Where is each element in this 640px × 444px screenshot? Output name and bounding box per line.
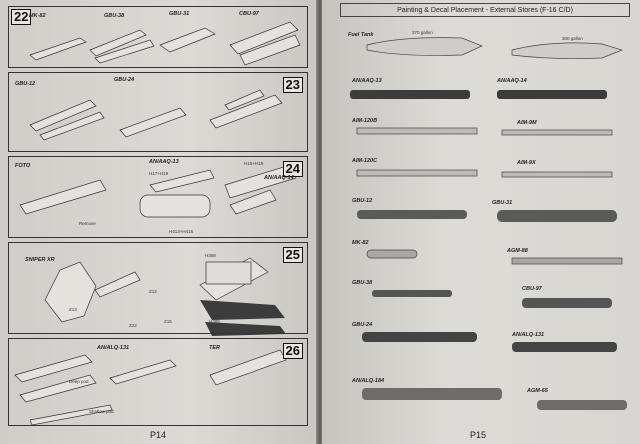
note-label: Z22 [129, 323, 137, 328]
note-label: Z15 [164, 319, 172, 324]
panel-number: 24 [282, 161, 303, 177]
item-label: Fuel Tank [348, 32, 374, 38]
item-label: AN/ALQ-131 [97, 345, 130, 351]
note-label: Remove [79, 221, 96, 226]
item-label: AIM-9M [517, 120, 537, 126]
note-label: H15+H18 [244, 161, 264, 166]
panel-number: 23 [282, 77, 303, 93]
panel-number: 22 [11, 9, 32, 25]
note-label: Deep pod [69, 379, 89, 384]
note-label: H308 [205, 253, 216, 258]
note-label: H305 [209, 319, 220, 324]
item-label: AN/ALQ-184 [352, 378, 385, 384]
item-label: GBU-24 [114, 77, 135, 83]
item-label: AN/AAQ-13 [352, 78, 382, 84]
item-label: AIM-120B [352, 118, 378, 124]
item-label: GBU-12 [352, 198, 373, 204]
item-label: 300 gallon [562, 36, 583, 41]
page-header: Painting & Decal Placement - External St… [340, 3, 630, 17]
item-label: CBU-97 [522, 286, 542, 292]
book-spine [316, 0, 324, 444]
item-label: GBU-12 [15, 81, 36, 87]
item-label: GBU-24 [352, 322, 373, 328]
note-label: Z12 [149, 289, 157, 294]
item-label: GBU-31 [169, 11, 190, 17]
right-page: Painting & Decal Placement - External St… [322, 0, 640, 444]
note-label: Z13 [69, 307, 77, 312]
item-label: AN/AAQ-13 [149, 159, 179, 165]
item-label: GBU-38 [104, 13, 125, 19]
panel-24: 24 FOTO AN/AAQ-13 AN/AAQ-14 Remove H17+H… [8, 156, 308, 238]
panel-22: 22 MK-82 GBU-38 GBU-31 CBU-97 [8, 6, 308, 68]
panel-25: 25 SNIPER XR H308 H305 Z12 Z15 Z22 Z13 [8, 242, 308, 334]
item-label: GBU-31 [492, 200, 513, 206]
page-number: P14 [150, 430, 167, 440]
item-label: AIM-120C [352, 158, 378, 164]
panel-number: 26 [282, 343, 303, 359]
right-page-drawings [350, 37, 627, 410]
note-label: H413+H416 [169, 229, 194, 234]
item-label: AGM-88 [507, 248, 528, 254]
item-label: MK-82 [29, 13, 46, 19]
item-label: AGM-65 [527, 388, 548, 394]
item-label: MK-82 [352, 240, 369, 246]
note-label: Shallow pod [89, 409, 114, 414]
panel-number: 25 [282, 247, 303, 263]
item-label: GBU-38 [352, 280, 373, 286]
item-label: AIM-9X [517, 160, 536, 166]
panel-23: 23 GBU-12 GBU-24 [8, 72, 308, 152]
item-label: 370 gallon [412, 30, 433, 35]
item-label: CBU-97 [239, 11, 259, 17]
item-label: AN/AAQ-14 [264, 175, 294, 181]
item-label: TER [209, 345, 220, 351]
left-page: 22 MK-82 GBU-38 GBU-31 CBU-97 23 GBU-12 … [0, 0, 318, 444]
item-label: AN/ALQ-131 [512, 332, 545, 338]
page-number: P15 [470, 430, 487, 440]
item-label: AN/AAQ-14 [497, 78, 527, 84]
left-page-drawings [14, 21, 301, 426]
note-label: H17+H19 [149, 171, 169, 176]
item-label: FOTO [15, 163, 31, 169]
panel-26: 26 AN/ALQ-131 TER Deep pod Shallow pod [8, 338, 308, 426]
item-label: SNIPER XR [25, 257, 55, 263]
